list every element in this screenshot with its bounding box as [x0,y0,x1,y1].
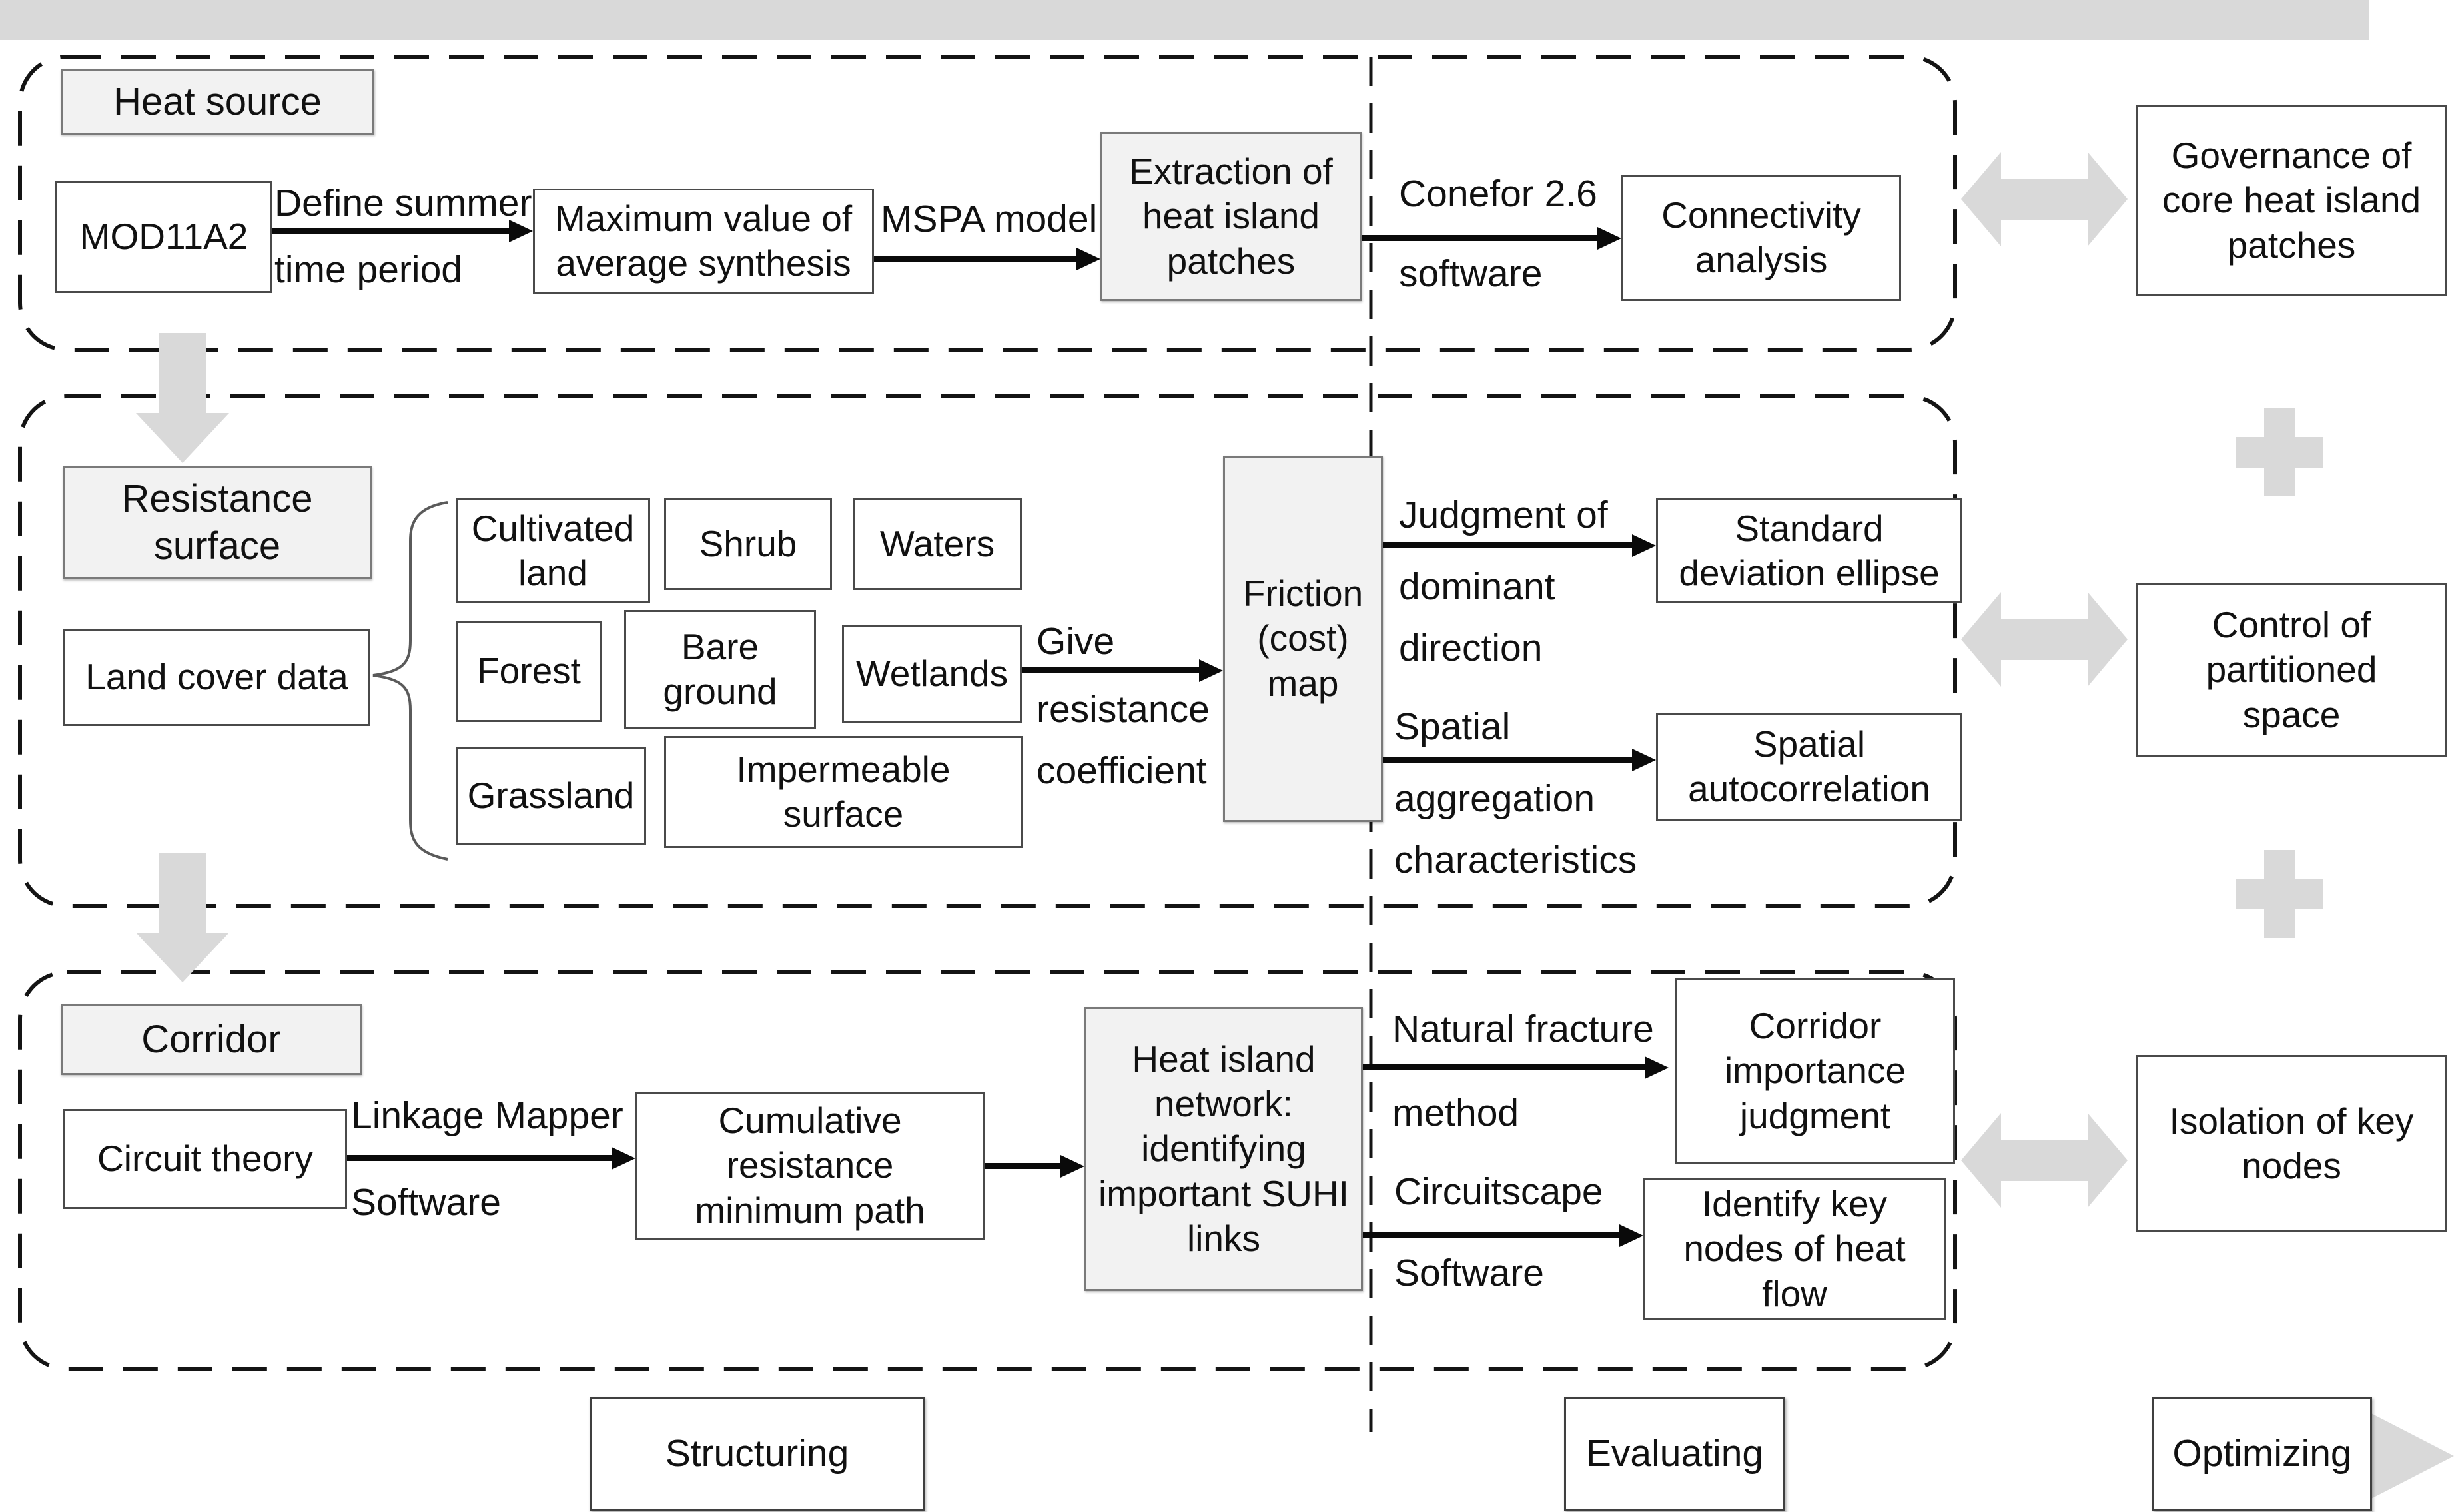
arrow-mod11a2-to-maxvalue [268,228,510,234]
timeline-arrowhead-icon [2369,1412,2454,1500]
arrow-label-aggregation: aggregation [1394,777,1595,820]
arrow-label-mspa-model: MSPA model [881,198,1098,240]
timeline-band [0,0,2369,40]
node-bare-ground: Bare ground [624,610,816,729]
plus-icon [2236,408,2323,496]
node-grassland: Grassland [456,747,646,845]
heat-source-tag: Heat source [61,69,374,135]
arrow-label-time-period: time period [274,248,462,291]
arrow-label-direction: direction [1399,627,1543,669]
resistance-surface-tag: Resistance surface [63,466,372,579]
double-arrow-icon [1961,152,2128,246]
arrow-label-linkage-software: Software [351,1181,501,1224]
arrow-network-to-corridor-importance [1359,1064,1646,1070]
arrow-label-characteristics: characteristics [1394,839,1637,881]
node-cumulative-resistance-path: Cumulative resistance minimum path [635,1092,985,1240]
arrow-label-circuitscape: Circuitscape [1394,1170,1603,1213]
arrow-extraction-to-connectivity [1358,235,1599,241]
node-connectivity-analysis: Connectivity analysis [1621,175,1901,301]
node-mod11a2: MOD11A2 [55,181,272,293]
node-extraction-heat-island-patches: Extraction of heat island patches [1100,132,1362,301]
arrow-landcover-to-friction [1018,667,1200,673]
double-arrow-icon [1961,1113,2128,1208]
arrow-label-linkage-mapper: Linkage Mapper [351,1094,623,1137]
outcome-control-partitioned-space: Control of partitioned space [2136,583,2447,757]
node-standard-deviation-ellipse: Standard deviation ellipse [1656,498,1962,603]
node-waters: Waters [853,498,1022,590]
brace-icon [372,501,448,861]
timeline-stage-optimizing: Optimizing [2152,1397,2372,1511]
node-shrub: Shrub [664,498,832,590]
corridor-tag: Corridor [61,1004,362,1075]
arrow-label-circuitscape-software: Software [1394,1252,1544,1294]
arrow-friction-to-sde [1379,542,1633,548]
arrow-label-natural-fracture: Natural fracture [1392,1008,1654,1050]
timeline-stage-evaluating: Evaluating [1564,1397,1785,1511]
node-impermeable-surface: Impermeable surface [664,736,1022,848]
arrow-label-conefor-software: software [1399,252,1543,295]
double-arrow-icon [1961,592,2128,687]
down-arrow-icon [136,853,229,982]
arrow-label-resistance: resistance [1036,688,1210,731]
arrow-maxvalue-to-extraction [870,256,1078,262]
arrow-label-judgment-of: Judgment of [1399,494,1608,536]
arrow-label-coefficient: coefficient [1036,749,1207,792]
arrow-label-give: Give [1036,620,1115,663]
down-arrow-icon [136,333,229,463]
arrow-label-define-summer: Define summer [274,182,532,224]
node-spatial-autocorrelation: Spatial autocorrelation [1656,713,1962,821]
outcome-isolation-key-nodes: Isolation of key nodes [2136,1055,2447,1232]
node-identify-key-nodes: Identify key nodes of heat flow [1643,1178,1946,1320]
node-maximum-value-synthesis: Maximum value of average synthesis [533,189,874,294]
node-friction-cost-map: Friction (cost) map [1223,456,1383,822]
arrow-cumulative-to-network [981,1163,1062,1169]
arrow-network-to-identify-nodes [1359,1232,1621,1238]
arrow-friction-to-autocorrelation [1379,757,1633,763]
arrow-label-conefor: Conefor 2.6 [1399,173,1597,215]
node-corridor-importance-judgment: Corridor importance judgment [1675,978,1955,1164]
plus-icon [2236,850,2323,938]
node-cultivated-land: Cultivated land [456,498,650,603]
arrow-label-spatial: Spatial [1394,705,1511,748]
timeline-stage-structuring: Structuring [590,1397,925,1511]
arrow-circuit-to-cumulative [343,1155,613,1161]
arrow-label-natural-method: method [1392,1092,1519,1134]
node-land-cover-data: Land cover data [63,629,370,726]
node-forest: Forest [456,621,602,722]
outcome-governance-core-patches: Governance of core heat island patches [2136,105,2447,296]
arrow-label-dominant: dominant [1399,566,1555,608]
node-wetlands: Wetlands [842,625,1022,723]
node-heat-island-network: Heat island network: identifying importa… [1084,1007,1363,1291]
node-circuit-theory: Circuit theory [63,1109,347,1209]
